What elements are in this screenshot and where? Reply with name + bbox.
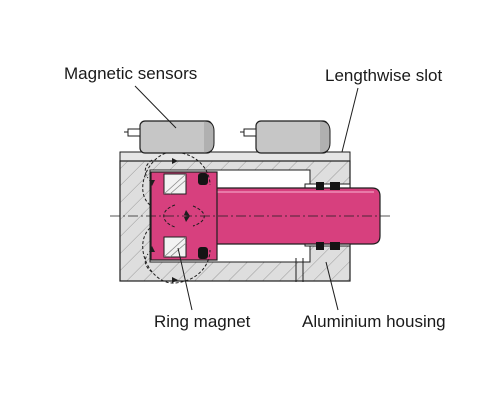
label-lengthwise-slot: Lengthwise slot xyxy=(325,66,443,85)
magnetic-sensor-right xyxy=(240,120,331,154)
piston-seal-top xyxy=(198,173,208,185)
label-ring-magnet: Ring magnet xyxy=(154,312,251,331)
magnet-hatch xyxy=(163,236,187,258)
rod-seal xyxy=(316,182,324,190)
leader-sensors xyxy=(134,85,177,129)
magnetic-sensor-left xyxy=(124,120,215,154)
leader-lines xyxy=(134,85,359,311)
magnet-hatch xyxy=(169,179,187,195)
label-aluminium-housing: Aluminium housing xyxy=(302,312,446,331)
rod-seals xyxy=(316,182,340,250)
sensor-body xyxy=(255,120,329,154)
rod-seal xyxy=(330,182,340,190)
rod-seal xyxy=(330,242,340,250)
leader-slot xyxy=(341,87,359,153)
sensor-cable xyxy=(127,128,141,137)
field-arrows xyxy=(149,158,190,283)
sensor-cable xyxy=(243,128,257,137)
sensor-cap xyxy=(319,120,331,154)
leader-ring-magnet xyxy=(177,247,193,311)
sensor-body xyxy=(139,120,213,154)
magnet-hatch xyxy=(163,173,187,195)
sensor-cap xyxy=(203,120,215,154)
leader-housing xyxy=(325,261,339,311)
rod-seal xyxy=(316,242,324,250)
piston-seal-bottom xyxy=(198,247,208,259)
label-magnetic-sensors: Magnetic sensors xyxy=(64,64,198,83)
